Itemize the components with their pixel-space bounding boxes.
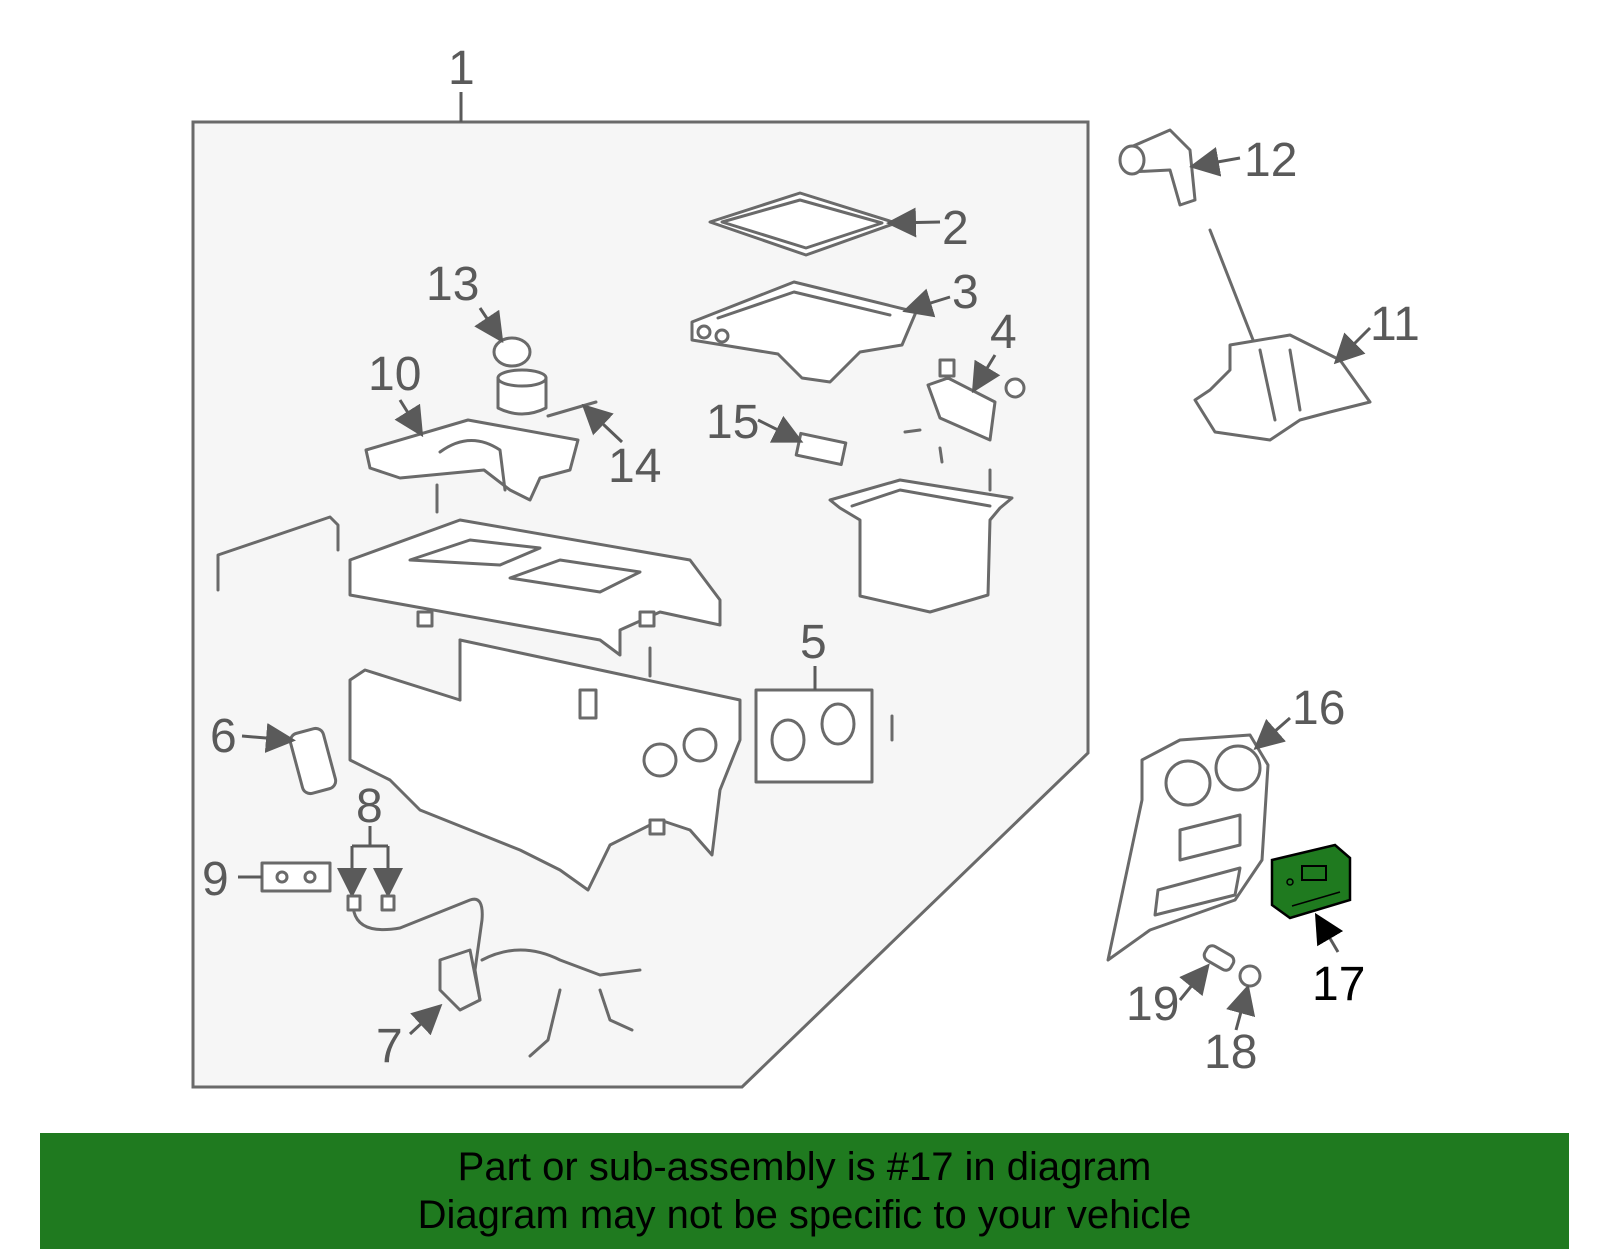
callout-7: 7 xyxy=(376,1020,403,1073)
part-15-clip xyxy=(794,431,848,467)
callout-6: 6 xyxy=(210,710,237,763)
part-6-cover xyxy=(288,726,338,796)
part-7-harness xyxy=(346,894,642,1058)
callout-11: 11 xyxy=(1370,298,1420,351)
callout-5: 5 xyxy=(800,616,827,669)
part-17-module[interactable] xyxy=(1270,843,1352,920)
part-5-bezel xyxy=(754,688,894,784)
part-19-pin xyxy=(1202,944,1236,972)
part-12-knob xyxy=(1118,128,1197,207)
storage-bin xyxy=(828,468,1014,614)
info-banner: Part or sub-assembly is #17 in diagram D… xyxy=(40,1133,1569,1249)
part-18-plug xyxy=(1238,964,1262,988)
callout-10: 10 xyxy=(368,348,421,401)
callout-2: 2 xyxy=(942,202,969,255)
callout-18: 18 xyxy=(1204,1026,1257,1079)
part-11-shifter xyxy=(1193,228,1372,442)
callout-15: 15 xyxy=(706,396,759,449)
callout-12: 12 xyxy=(1244,134,1297,187)
callout-19: 19 xyxy=(1126,978,1179,1031)
part-3-armrest xyxy=(690,280,918,384)
callout-8-bracket xyxy=(337,826,403,898)
part-16-bezel-panel xyxy=(1106,733,1270,962)
callout-16: 16 xyxy=(1292,682,1345,735)
callout-9: 9 xyxy=(202,853,229,906)
callout-1: 1 xyxy=(448,42,475,95)
callout-4: 4 xyxy=(990,306,1017,359)
part-10-cupholder-trim xyxy=(364,418,580,514)
part-13-cup xyxy=(492,336,548,416)
callout-14: 14 xyxy=(608,440,661,493)
banner-line-1: Part or sub-assembly is #17 in diagram xyxy=(457,1145,1152,1189)
console-body xyxy=(348,638,742,892)
console-top xyxy=(348,518,722,678)
part-9-connector xyxy=(260,861,332,893)
callout-17: 17 xyxy=(1312,958,1365,1011)
banner-line-2: Diagram may not be specific to your vehi… xyxy=(417,1193,1192,1237)
channel-strip xyxy=(216,515,340,592)
callout-3: 3 xyxy=(952,266,979,319)
part-4-latch xyxy=(903,358,1026,464)
callout-13: 13 xyxy=(426,258,479,311)
callout-8: 8 xyxy=(356,780,383,833)
